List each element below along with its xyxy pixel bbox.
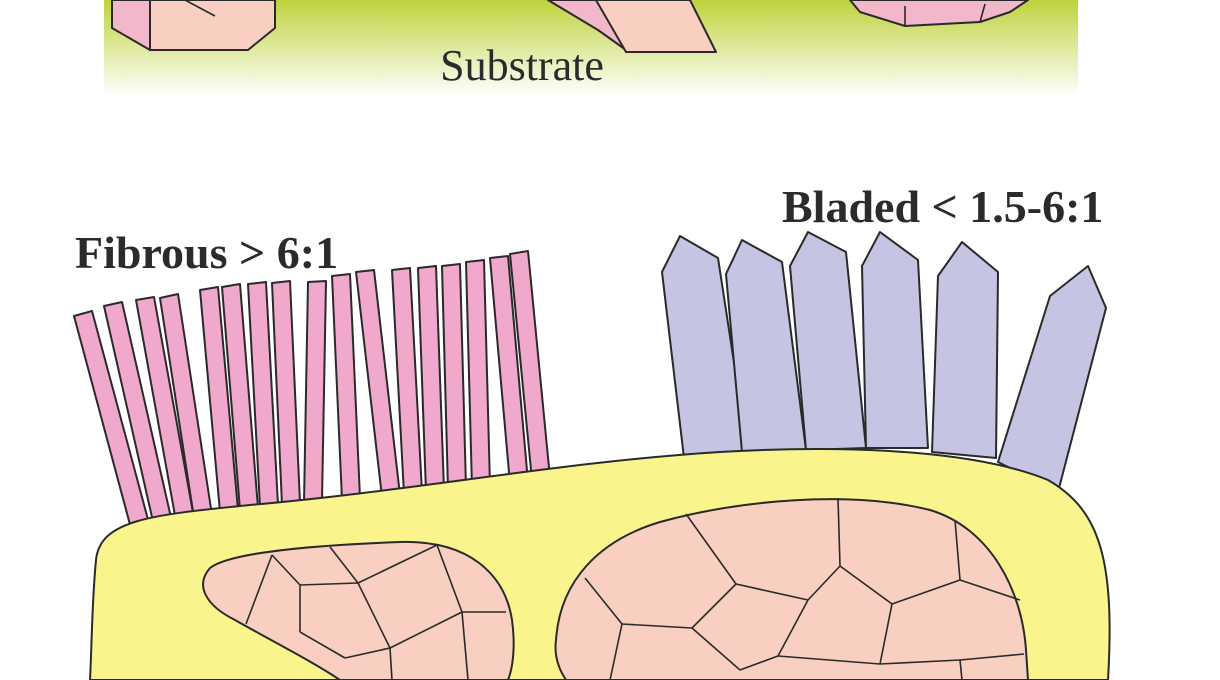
fibrous-crystal bbox=[417, 265, 445, 493]
bladed-crystals bbox=[661, 231, 1107, 493]
fibrous-crystal bbox=[303, 280, 327, 504]
bladed-crystal bbox=[789, 231, 867, 451]
bladed-label: Bladed < 1.5-6:1 bbox=[782, 181, 1103, 232]
fibrous-crystal bbox=[441, 263, 467, 491]
fibrous-label: Fibrous > 6:1 bbox=[75, 227, 338, 278]
rounded-crystal bbox=[849, 0, 1029, 27]
substrate-crystals bbox=[111, 0, 1029, 53]
hexagonal-crystal bbox=[111, 0, 276, 51]
substrate-label: Substrate bbox=[440, 41, 604, 90]
bladed-crystal bbox=[725, 239, 807, 453]
right-grain bbox=[554, 497, 1029, 680]
prismatic-crystal bbox=[547, 0, 717, 53]
fibrous-crystal bbox=[331, 273, 361, 501]
fibrous-crystal bbox=[465, 259, 491, 489]
bladed-crystal bbox=[997, 265, 1107, 493]
bladed-crystal bbox=[861, 231, 929, 449]
left-grain bbox=[202, 540, 515, 680]
fibrous-crystals bbox=[73, 250, 551, 533]
bladed-crystal bbox=[931, 241, 999, 459]
